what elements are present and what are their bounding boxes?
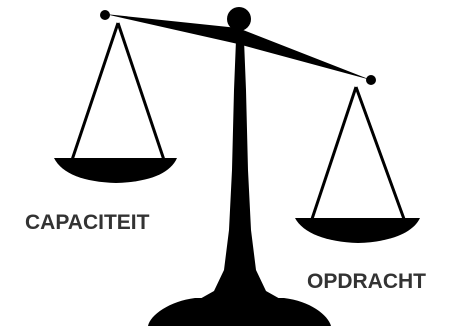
right-pan-string <box>312 87 356 219</box>
scale-base <box>148 298 331 326</box>
right-pan <box>295 218 420 243</box>
beam-left-end-cap <box>100 10 110 20</box>
right-pan-label: OPDRACHT <box>307 270 426 293</box>
left-pan <box>54 158 177 183</box>
beam-right-end-cap <box>366 75 376 85</box>
left-pan-label: CAPACITEIT <box>25 211 150 234</box>
right-pan-string <box>356 87 404 219</box>
left-pan-string <box>118 23 164 160</box>
scale-pillar <box>198 40 282 300</box>
left-pan-string <box>72 23 118 160</box>
